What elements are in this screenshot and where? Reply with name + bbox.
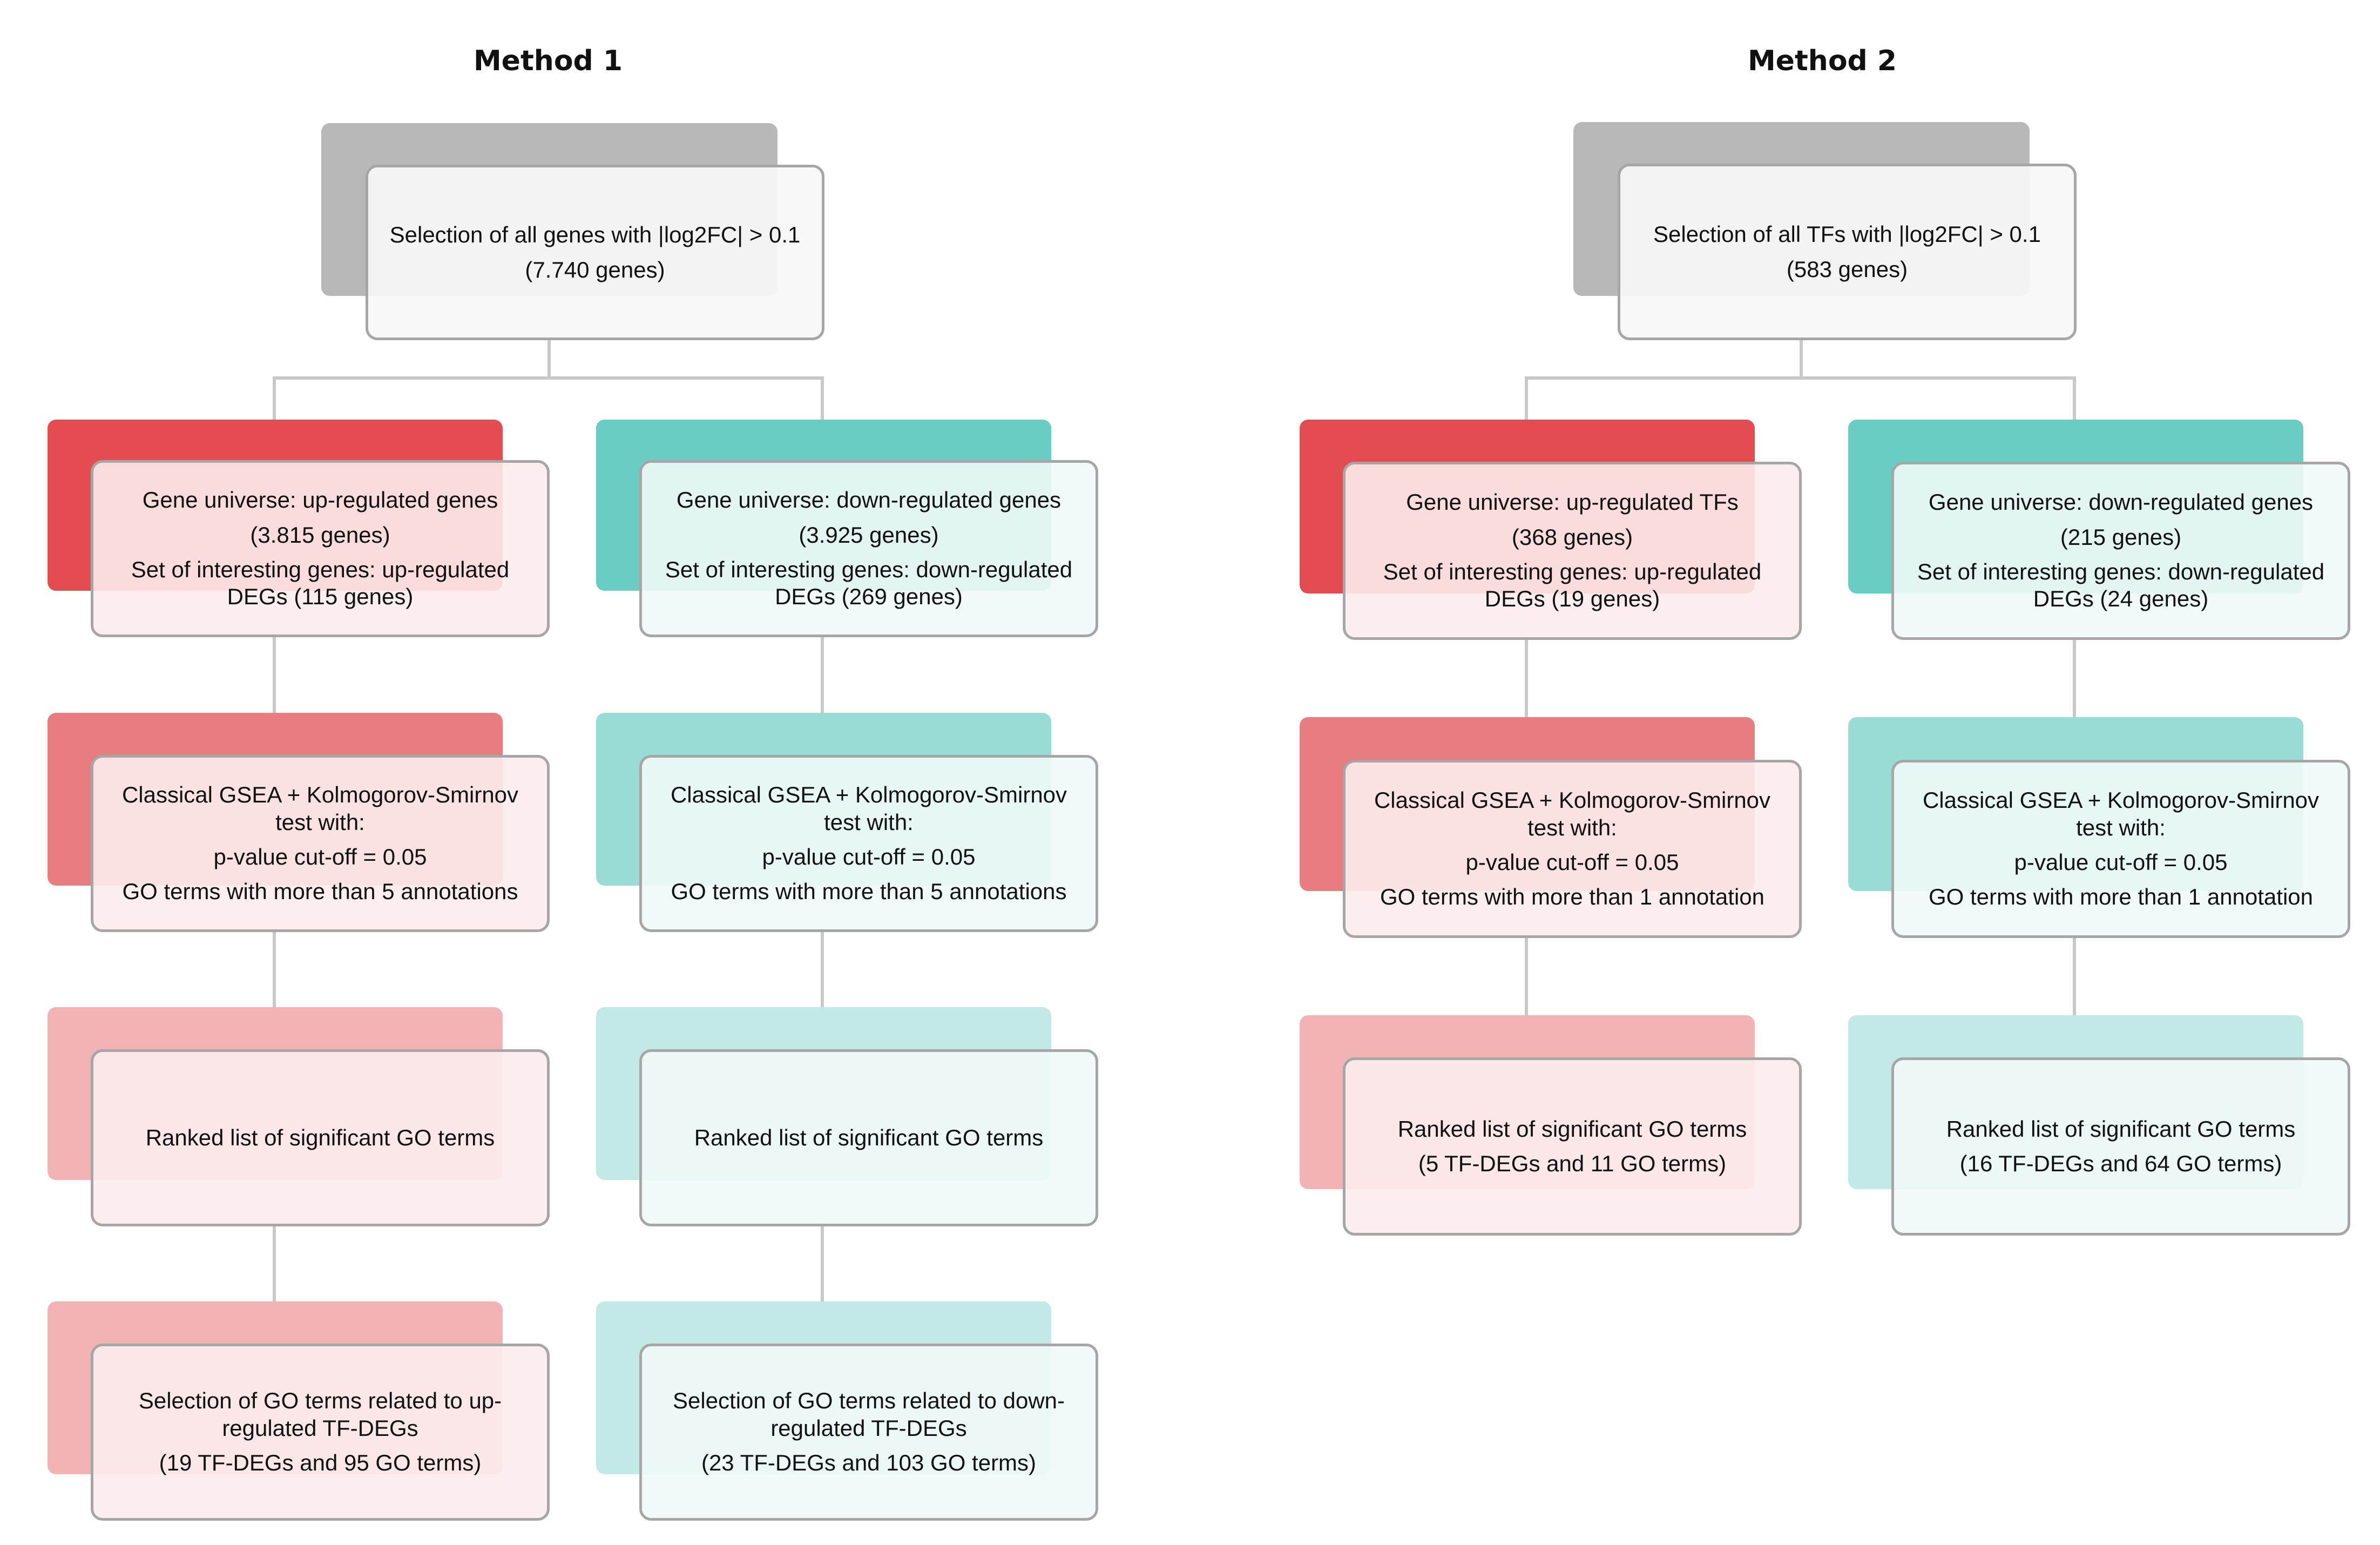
m1-up-gsea-box: Classical GSEA + Kolmogorov-Smirnov test… bbox=[91, 755, 550, 932]
m2-connector-split bbox=[1525, 376, 2076, 380]
m1-down-gsea-box: Classical GSEA + Kolmogorov-Smirnov test… bbox=[639, 755, 1098, 932]
m1-up-universe-line2: (3.815 genes) bbox=[250, 522, 390, 548]
m2-connector-down-1 bbox=[2073, 637, 2076, 717]
m2-connector-up-1 bbox=[1525, 637, 1528, 717]
m2-up-ranked-line1: Ranked list of significant GO terms bbox=[1397, 1116, 1747, 1142]
m1-down-selection-go-line3: (23 TF-DEGs and 103 GO terms) bbox=[701, 1450, 1037, 1476]
m1-up-selection-go-box: Selection of GO terms related to up- reg… bbox=[91, 1344, 550, 1521]
m1-down-gsea-line3: p-value cut-off = 0.05 bbox=[762, 844, 976, 869]
m2-down-gsea-line2: test with: bbox=[2076, 814, 2166, 840]
m1-down-selection-go-line1: Selection of GO terms related to down- bbox=[673, 1388, 1065, 1414]
m1-up-selection-go-line3: (19 TF-DEGs and 95 GO terms) bbox=[159, 1450, 482, 1476]
m1-connector-up-2 bbox=[273, 929, 276, 1007]
m1-down-gsea-line2: test with: bbox=[824, 809, 914, 835]
m2-up-universe-box: Gene universe: up-regulated TFs (368 gen… bbox=[1343, 462, 1802, 640]
m2-down-ranked-line1: Ranked list of significant GO terms bbox=[1946, 1116, 2296, 1142]
m2-connector-up-top bbox=[1525, 376, 1528, 420]
m2-up-universe-line1: Gene universe: up-regulated TFs bbox=[1406, 489, 1739, 515]
m2-up-gsea-line3: p-value cut-off = 0.05 bbox=[1465, 849, 1679, 875]
m1-down-universe-line2: (3.925 genes) bbox=[799, 522, 939, 548]
m2-down-gsea-box: Classical GSEA + Kolmogorov-Smirnov test… bbox=[1891, 760, 2350, 938]
m1-connector-down-1 bbox=[821, 635, 824, 713]
m2-down-universe-line1: Gene universe: down-regulated genes bbox=[1928, 489, 2314, 515]
m2-up-universe-line4: DEGs (19 genes) bbox=[1484, 586, 1660, 612]
m2-down-ranked-box: Ranked list of significant GO terms (16 … bbox=[1891, 1057, 2350, 1236]
m1-connector-up-3 bbox=[273, 1223, 276, 1301]
m1-up-gsea-line2: test with: bbox=[275, 809, 365, 835]
m1-selection-line1: Selection of all genes with |log2FC| > 0… bbox=[389, 222, 801, 248]
m1-down-universe-line1: Gene universe: down-regulated genes bbox=[676, 487, 1061, 513]
m1-up-universe-line1: Gene universe: up-regulated genes bbox=[142, 487, 498, 513]
m2-down-gsea-line4: GO terms with more than 1 annotation bbox=[1928, 884, 2313, 910]
m1-down-universe-line3: Set of interesting genes: down-regulated bbox=[665, 557, 1073, 582]
m2-up-gsea-line4: GO terms with more than 1 annotation bbox=[1380, 884, 1764, 910]
m2-selection-line2: (583 genes) bbox=[1786, 256, 1908, 282]
m2-up-ranked-line2: (5 TF-DEGs and 11 GO terms) bbox=[1418, 1151, 1727, 1176]
m1-down-gsea-line4: GO terms with more than 5 annotations bbox=[671, 879, 1067, 905]
m1-up-universe-line3: Set of interesting genes: up-regulated bbox=[131, 557, 510, 582]
m2-selection-box: Selection of all TFs with |log2FC| > 0.1… bbox=[1618, 164, 2077, 340]
m2-connector-trunk bbox=[1800, 338, 1803, 378]
m1-up-selection-go-line1: Selection of GO terms related to up- bbox=[138, 1388, 502, 1414]
m1-down-universe-box: Gene universe: down-regulated genes (3.9… bbox=[639, 460, 1098, 637]
m2-down-universe-line3: Set of interesting genes: down-regulated bbox=[1917, 559, 2325, 584]
m2-down-gsea-line1: Classical GSEA + Kolmogorov-Smirnov bbox=[1922, 787, 2320, 813]
m2-connector-up-2 bbox=[1525, 935, 1528, 1015]
m1-up-gsea-line3: p-value cut-off = 0.05 bbox=[213, 844, 427, 869]
m1-down-ranked-box: Ranked list of significant GO terms bbox=[639, 1049, 1098, 1226]
m1-selection-line2: (7.740 genes) bbox=[525, 257, 665, 282]
m1-down-universe-line4: DEGs (269 genes) bbox=[775, 584, 963, 610]
m1-up-gsea-line4: GO terms with more than 5 annotations bbox=[122, 879, 518, 905]
m1-up-universe-box: Gene universe: up-regulated genes (3.815… bbox=[91, 460, 550, 637]
m2-connector-down-2 bbox=[2073, 935, 2076, 1015]
m1-connector-split bbox=[273, 376, 824, 380]
m1-connector-up-top bbox=[273, 376, 276, 420]
m2-up-gsea-line1: Classical GSEA + Kolmogorov-Smirnov bbox=[1374, 787, 1771, 813]
m2-down-universe-line2: (215 genes) bbox=[2060, 524, 2182, 550]
m2-down-gsea-line3: p-value cut-off = 0.05 bbox=[2014, 849, 2228, 875]
m1-up-ranked-box: Ranked list of significant GO terms bbox=[91, 1049, 550, 1226]
m2-up-universe-line2: (368 genes) bbox=[1511, 524, 1633, 550]
m2-up-universe-line3: Set of interesting genes: up-regulated bbox=[1383, 559, 1762, 584]
m2-connector-down-top bbox=[2073, 376, 2076, 420]
method1-title: Method 1 bbox=[473, 45, 623, 77]
m1-connector-down-2 bbox=[821, 929, 824, 1007]
m1-up-gsea-line1: Classical GSEA + Kolmogorov-Smirnov bbox=[121, 782, 519, 808]
m2-up-gsea-line2: test with: bbox=[1527, 814, 1617, 840]
m1-down-selection-go-line2: regulated TF-DEGs bbox=[770, 1415, 967, 1441]
m2-selection-line1: Selection of all TFs with |log2FC| > 0.1 bbox=[1653, 221, 2041, 247]
m1-up-ranked-line1: Ranked list of significant GO terms bbox=[145, 1124, 495, 1150]
m2-down-universe-line4: DEGs (24 genes) bbox=[2033, 586, 2209, 612]
m1-down-ranked-line1: Ranked list of significant GO terms bbox=[694, 1124, 1044, 1150]
m1-connector-up-1 bbox=[273, 635, 276, 713]
m1-down-selection-go-box: Selection of GO terms related to down- r… bbox=[639, 1344, 1098, 1521]
m2-up-gsea-box: Classical GSEA + Kolmogorov-Smirnov test… bbox=[1343, 760, 1802, 938]
m1-up-selection-go-line2: regulated TF-DEGs bbox=[222, 1415, 418, 1441]
m1-up-universe-line4: DEGs (115 genes) bbox=[227, 584, 414, 610]
m1-selection-box: Selection of all genes with |log2FC| > 0… bbox=[366, 165, 824, 340]
m1-connector-down-3 bbox=[821, 1223, 824, 1301]
m1-connector-trunk bbox=[547, 338, 551, 378]
m2-up-ranked-box: Ranked list of significant GO terms (5 T… bbox=[1343, 1057, 1802, 1236]
m1-down-gsea-line1: Classical GSEA + Kolmogorov-Smirnov bbox=[670, 782, 1067, 808]
m1-connector-down-top bbox=[821, 376, 824, 420]
m2-down-universe-box: Gene universe: down-regulated genes (215… bbox=[1891, 462, 2350, 640]
method2-title: Method 2 bbox=[1747, 45, 1897, 77]
m2-down-ranked-line2: (16 TF-DEGs and 64 GO terms) bbox=[1959, 1151, 2282, 1176]
